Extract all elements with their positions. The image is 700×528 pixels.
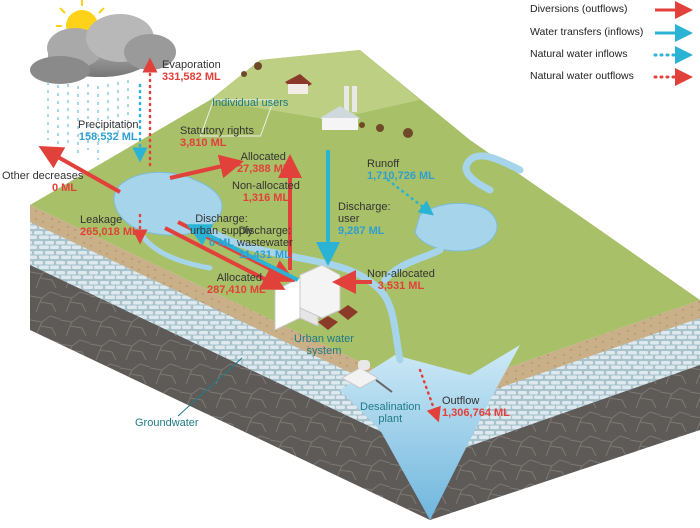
- flow-value: 27,388 ML: [237, 163, 290, 175]
- flow-name: Discharge: user: [338, 201, 391, 225]
- precipitation-label: Precipitation 158,532 ML: [78, 119, 139, 143]
- other-decreases-arrow: [38, 146, 121, 194]
- flow-value: 1,306,764 ML: [442, 407, 510, 419]
- urban-water-system-label: Urban water system: [294, 333, 354, 357]
- flow-value: 1,316 ML: [242, 192, 290, 204]
- flow-value: 331,582 ML: [162, 71, 221, 83]
- river: [196, 152, 524, 364]
- legend-item-transfers: Water transfers (inflows): [530, 26, 700, 42]
- flow-value: 0 ML: [51, 182, 77, 194]
- hill-shade: [210, 50, 420, 120]
- non-allocated-users-label: Non-allocated 1,316 ML: [232, 180, 300, 204]
- flow-value: 158,532 ML: [78, 131, 138, 143]
- evaporation-label: Evaporation 331,582 ML: [162, 59, 221, 83]
- legend-swatches: [653, 1, 693, 86]
- flow-name: Evaporation: [162, 59, 221, 71]
- flow-name: Precipitation: [78, 119, 139, 131]
- flow-arrows: [38, 57, 441, 423]
- groundwater-pointer: [177, 357, 243, 417]
- runoff-label: Runoff 1,710,726 ML: [367, 158, 435, 182]
- legend-item-diversions: Diversions (outflows): [530, 3, 700, 19]
- weather: [30, 0, 176, 160]
- outflow-label: Outflow 1,306,764 ML: [442, 395, 510, 419]
- left-rock-layer: [30, 265, 430, 520]
- individual-users-label: Individual users: [212, 97, 289, 109]
- allocated-urban-arrow: [164, 226, 286, 290]
- discharge-wastewater-label: Discharge: wastewater 11,431 ML: [237, 213, 293, 273]
- non-allocated-urban-label: Non-allocated 3,531 ML: [367, 268, 435, 292]
- allocated-urban-label: Allocated 287,410 ML: [207, 272, 266, 296]
- flow-value: 3,531 ML: [377, 280, 425, 292]
- legend-item-natural-inflows: Natural water inflows: [530, 48, 700, 64]
- flow-value: 3,810 ML: [180, 137, 227, 149]
- flow-name: Outflow: [442, 395, 480, 407]
- land-surface: [30, 50, 700, 395]
- flow-name: Other decreases: [2, 170, 84, 182]
- right-rock-layer: [430, 365, 700, 520]
- desalination-plant-label: Desalination plant: [360, 401, 421, 425]
- statutory-rights-label: Statutory rights 3,810 ML: [180, 125, 254, 149]
- factory-icon: [320, 86, 360, 130]
- other-decreases-label: Other decreases 0 ML: [2, 170, 83, 194]
- terrain-block: [30, 50, 700, 520]
- flow-name: Leakage: [80, 214, 123, 226]
- flow-value: 11,431 ML: [238, 249, 291, 261]
- flow-name: Runoff: [367, 158, 400, 170]
- allocated-users-label: Allocated 27,388 ML: [237, 151, 290, 175]
- desalination-plant-icon: [340, 360, 393, 393]
- legend-label: Diversions (outflows): [530, 3, 628, 15]
- legend-label: Natural water outflows: [530, 70, 634, 82]
- statutory-rights-arrow: [169, 154, 244, 180]
- urban-buildings-icon: [274, 264, 358, 331]
- legend-label: Water transfers (inflows): [530, 26, 644, 38]
- flow-name: Non-allocated: [367, 268, 435, 280]
- discharge-user-label: Discharge: user 9,287 ML: [338, 189, 391, 249]
- flow-name: Statutory rights: [180, 125, 254, 137]
- flow-value: 0 ML: [208, 237, 235, 249]
- discharge-urban-supply-label: Discharge: urban supply 0 ML: [190, 201, 253, 261]
- field-fence: [199, 99, 275, 137]
- flow-name: Discharge: urban supply: [190, 213, 253, 237]
- flow-value: 287,410 ML: [207, 284, 266, 296]
- buildings: [199, 62, 413, 393]
- left-soil-layer: [30, 205, 430, 410]
- estuary-sea: [340, 345, 520, 520]
- flow-name: Non-allocated: [232, 180, 300, 192]
- leakage-label: Leakage 265,018 ML: [80, 214, 139, 238]
- lake: [414, 202, 498, 252]
- flow-name: Allocated: [216, 272, 262, 284]
- groundwater-label: Groundwater: [135, 417, 199, 429]
- rain-icon: [47, 80, 129, 160]
- flow-value: 1,710,726 ML: [367, 170, 435, 182]
- legend-label: Natural water inflows: [530, 48, 628, 60]
- flow-value: 265,018 ML: [80, 226, 139, 238]
- flow-value: 9,287 ML: [338, 225, 385, 237]
- flow-name: Allocated: [240, 151, 286, 163]
- cloud-icon: [30, 14, 176, 84]
- reservoir: [113, 171, 223, 236]
- flow-name: Discharge: wastewater: [237, 225, 293, 249]
- legend-item-natural-outflows: Natural water outflows: [530, 70, 700, 86]
- tree-icon: [241, 62, 413, 138]
- farmhouse-icon: [285, 74, 312, 94]
